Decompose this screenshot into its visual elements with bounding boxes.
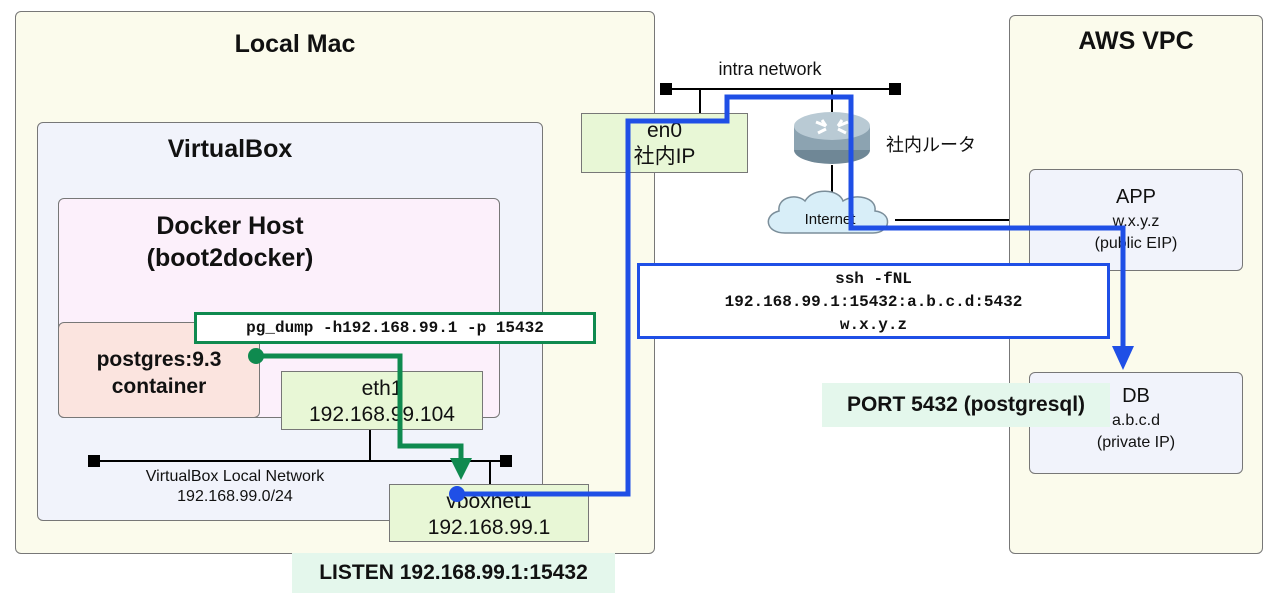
intra-network-end-left (660, 83, 672, 95)
eth1-box: eth1 192.168.99.104 (281, 371, 483, 430)
ssh-tunnel-path (457, 94, 1126, 497)
virtualbox-title: VirtualBox (167, 135, 293, 163)
postgres-container-label: postgres:9.3 container (58, 346, 260, 400)
docker-host-title: Docker Host (boot2docker) (100, 210, 360, 274)
en0-name: en0 (646, 119, 683, 142)
ssh-tunnel-arrowhead (1112, 346, 1134, 370)
ssh-command-line3: w.x.y.z (839, 316, 908, 334)
pg-dump-arrowhead (450, 458, 472, 480)
router-label: 社内ルータ (886, 135, 976, 155)
docker-host-title-line1: Docker Host (156, 212, 304, 240)
db-name: DB (1122, 385, 1150, 407)
pg-dump-command: pg_dump -h192.168.99.1 -p 15432 (194, 312, 596, 344)
eth1-ip: 192.168.99.104 (309, 403, 455, 426)
aws-vpc-title: AWS VPC (1078, 27, 1194, 55)
vbox-network-end-right (500, 455, 512, 467)
vboxnet1-ip: 192.168.99.1 (427, 516, 551, 539)
en0-ip: 社内IP (633, 145, 696, 168)
vbox-network-label: VirtualBox Local Network 192.168.99.0/24 (100, 467, 370, 507)
internet-label: Internet (804, 211, 856, 228)
docker-host-title-line2: (boot2docker) (146, 244, 314, 272)
cloud-icon (767, 190, 889, 234)
ssh-command-line2: 192.168.99.1:15432:a.b.c.d:5432 (724, 293, 1023, 311)
db-ip: a.b.c.d (1111, 412, 1161, 429)
app-note: (public EIP) (1094, 235, 1178, 252)
app-name: APP (1115, 186, 1157, 208)
vbox-network-line2: 192.168.99.0/24 (177, 488, 293, 505)
pg-dump-start-dot (248, 348, 264, 364)
eth1-name: eth1 (361, 377, 403, 400)
listen-label: LISTEN 192.168.99.1:15432 (292, 553, 615, 593)
pg-dump-path (256, 353, 464, 462)
db-note: (private IP) (1096, 434, 1176, 451)
postgres-container-line1: postgres:9.3 (96, 348, 222, 371)
port-label: PORT 5432 (postgresql) (822, 383, 1110, 427)
vbox-network-line1: VirtualBox Local Network (145, 468, 325, 485)
intra-network-end-right (889, 83, 901, 95)
vbox-network-end-left (88, 455, 100, 467)
ssh-command-box: ssh -fNL 192.168.99.1:15432:a.b.c.d:5432… (637, 263, 1110, 339)
ssh-tunnel-start-dot (449, 486, 465, 502)
local-mac-title: Local Mac (234, 30, 356, 58)
ssh-command-line1: ssh -fNL (835, 270, 912, 288)
postgres-container-line2: container (111, 375, 207, 398)
intra-network-label: intra network (718, 59, 822, 79)
app-box: APP w.x.y.z (public EIP) (1029, 169, 1243, 271)
